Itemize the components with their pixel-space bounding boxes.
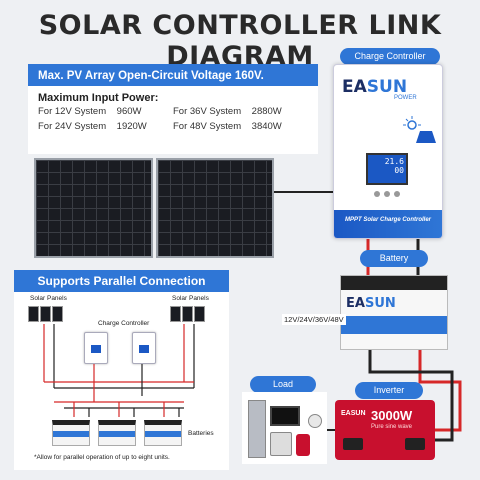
controller-display: 21.6 00 <box>366 153 408 185</box>
battery-top <box>341 276 447 290</box>
charge-controller: EASUN POWER 21.6 00 MPPT Solar Charge Co… <box>333 64 443 239</box>
solar-panel-half <box>156 158 275 258</box>
solar-panel-half <box>34 158 153 258</box>
parallel-note: *Allow for parallel operation of up to e… <box>34 454 170 461</box>
inverter-display <box>405 438 425 450</box>
inverter-brand: EASUN <box>341 410 366 417</box>
mini-battery <box>52 420 90 446</box>
batteries-label: Batteries <box>188 430 214 437</box>
battery-band <box>341 316 447 334</box>
inverter-wave: Pure sine wave <box>371 424 412 430</box>
sun-panel-icon <box>402 115 438 145</box>
battery-voltages: 12V/24V/36V/48V <box>282 314 346 325</box>
inverter: EASUN 3000W Pure sine wave <box>335 400 435 460</box>
battery: EASUN <box>340 275 448 350</box>
inverter-outlet <box>343 438 363 450</box>
parallel-header: Supports Parallel Connection <box>14 270 229 292</box>
controller-logo: EASUN <box>342 77 407 97</box>
controller-button[interactable] <box>394 191 400 197</box>
controller-footer <box>334 210 442 238</box>
mini-battery <box>144 420 182 446</box>
battery-logo: EASUN <box>346 296 396 311</box>
controller-buttons <box>374 191 400 197</box>
controller-button[interactable] <box>374 191 380 197</box>
fan-icon <box>308 414 322 428</box>
washing-machine-icon <box>270 432 292 456</box>
tv-icon <box>270 406 300 426</box>
solar-panel <box>34 158 274 258</box>
inverter-label: Inverter <box>355 382 423 399</box>
charge-controller-label: Charge Controller <box>340 48 440 65</box>
controller-logo-sub: POWER <box>394 95 417 101</box>
load-label: Load <box>250 376 316 393</box>
kettle-icon <box>296 434 310 456</box>
mini-battery <box>98 420 136 446</box>
controller-button[interactable] <box>384 191 390 197</box>
battery-label: Battery <box>360 250 428 267</box>
refrigerator-icon <box>248 400 266 458</box>
inverter-power: 3000W <box>371 408 412 423</box>
load-appliances <box>242 392 327 464</box>
controller-model: MPPT Solar Charge Controller <box>334 217 442 223</box>
